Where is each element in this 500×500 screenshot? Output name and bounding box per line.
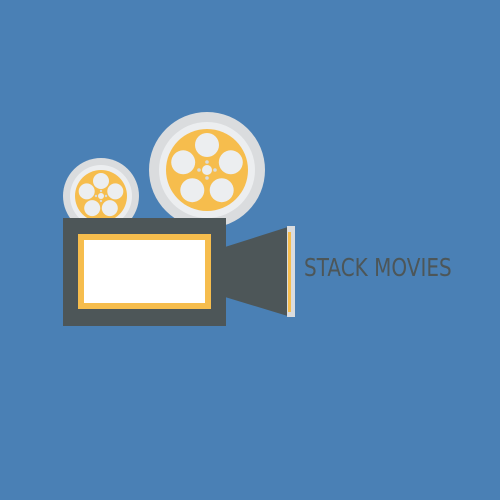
small-film-reel-icon [63, 158, 139, 234]
brand-name: STACK MOVIES [304, 253, 452, 282]
large-film-reel-icon [149, 112, 265, 228]
camera-lens-icon [225, 226, 291, 317]
